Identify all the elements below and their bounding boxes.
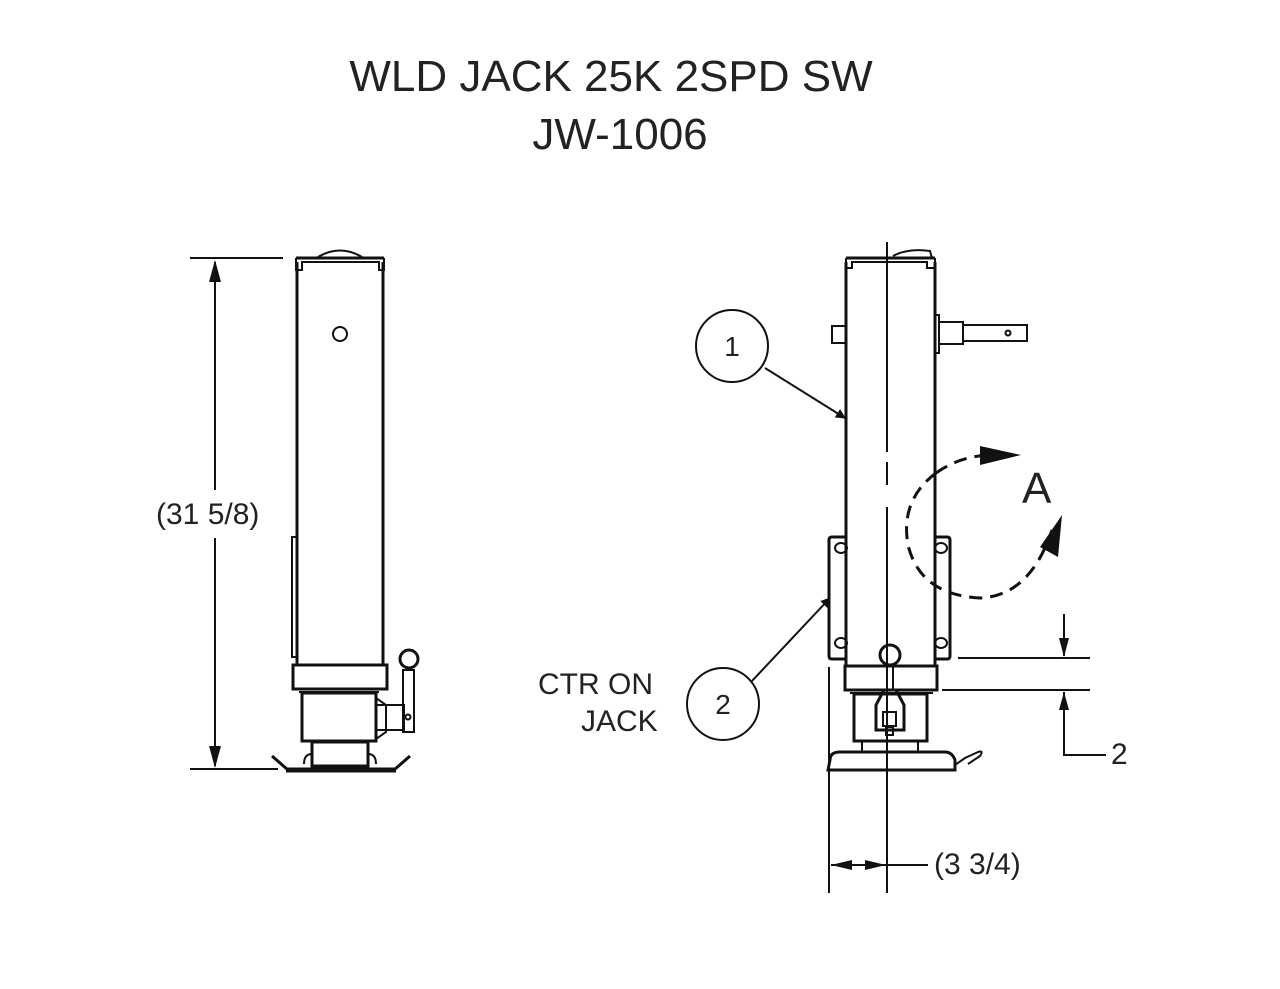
collar [291,663,389,691]
height-dimension-text: (31 5/8) [156,498,260,531]
offset-dimension [828,667,928,893]
balloon-1-number: 1 [724,331,740,362]
gap-dimension [942,614,1106,756]
arrow-head-icon [980,446,1021,465]
right-jack-view [686,242,1106,893]
rotation-label: A [1022,464,1052,513]
balloon-2-number: 2 [715,689,731,720]
height-dimension-line [190,257,283,770]
collar [843,664,939,692]
gearbox [300,691,378,743]
outer-tube [291,249,385,665]
lock-pin [874,689,906,732]
drawing-title: WLD JACK 25K 2SPD SW [349,52,873,101]
left-jack-view [190,249,420,773]
gearbox [852,692,929,743]
balloon-1 [695,309,846,419]
gap-dimension-text: 2 [1111,738,1128,771]
offset-dimension-text: (3 3/4) [934,848,1021,881]
crank-handle [375,648,420,740]
arrow-head-icon [1040,515,1062,557]
balloon-2 [686,597,831,741]
input-shaft [934,314,1028,354]
foot-pad [826,750,957,772]
note-ctr-on: CTR ON [538,668,653,701]
note-jack: JACK [581,705,658,738]
part-number: JW-1006 [532,110,708,159]
rotation-arrow [905,446,1062,600]
